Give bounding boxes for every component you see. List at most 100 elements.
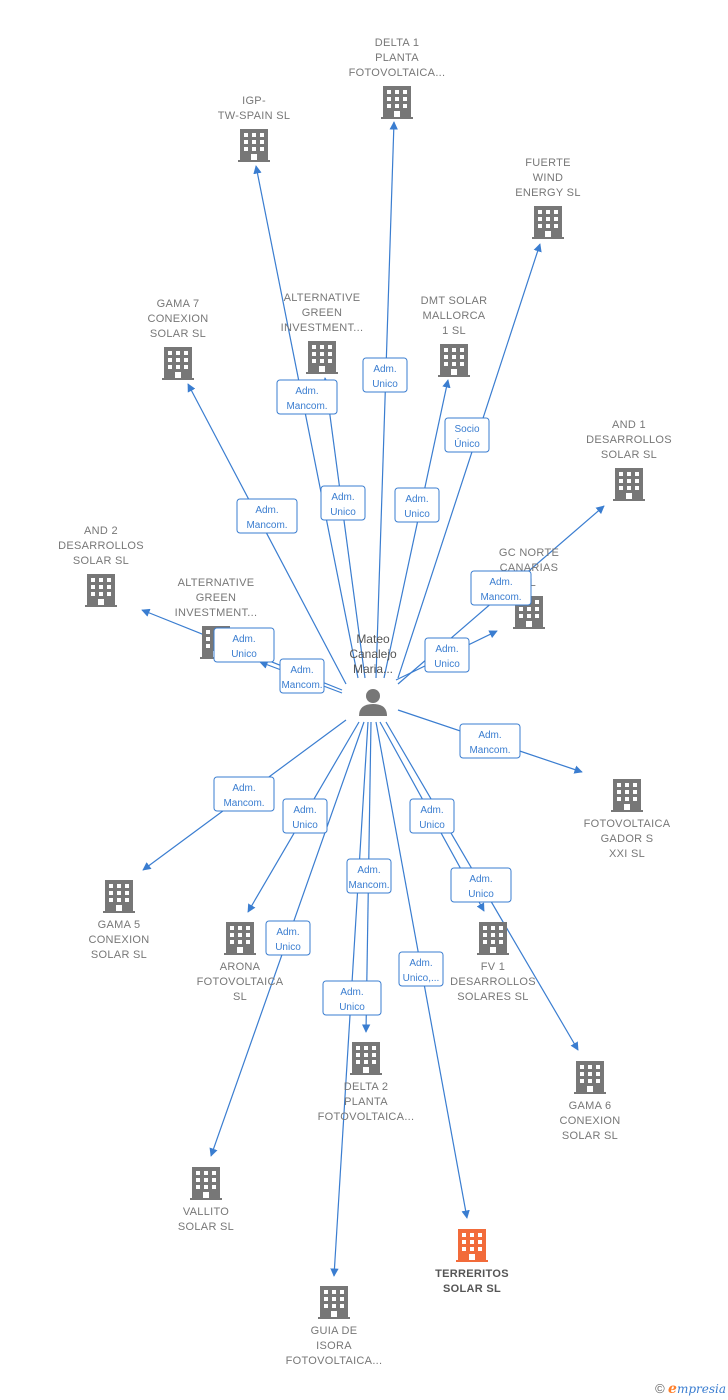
relation-text: Unico — [404, 509, 430, 520]
company-node-altgreen2[interactable]: ALTERNATIVEGREENINVESTMENT... — [175, 577, 258, 659]
edge-dmt — [383, 379, 451, 679]
company-label-line: FOTOVOLTAICA... — [286, 1355, 383, 1367]
building-icon — [574, 1061, 606, 1094]
relation-text: Unico — [468, 889, 494, 900]
relation-label[interactable]: Adm. Unico,... — [398, 951, 444, 987]
company-label-line: SOLARES SL — [457, 991, 528, 1003]
relation-text: Mancom. — [286, 401, 327, 412]
relation-label[interactable]: Adm.Mancom. — [236, 498, 298, 534]
company-label-line: SOLAR SL — [91, 949, 147, 961]
company-label-line: VALLITO — [183, 1206, 229, 1218]
relation-label[interactable]: Adm.Mancom. — [276, 379, 338, 415]
relation-text: Adm. — [373, 364, 396, 375]
company-label-line: SOLAR SL — [73, 555, 129, 567]
company-label-line: CONEXION — [147, 313, 208, 325]
relation-box — [282, 798, 328, 834]
company-node-igp[interactable]: IGP-TW-SPAIN SL — [218, 95, 291, 162]
relation-text: Mancom. — [223, 798, 264, 809]
building-icon — [103, 880, 135, 913]
edge-gama7 — [187, 383, 347, 685]
company-label-line: WIND — [533, 172, 564, 184]
relation-box — [279, 658, 325, 694]
company-node-guia[interactable]: GUIA DEISORAFOTOVOLTAICA... — [286, 1286, 383, 1367]
company-label-line: FV 1 — [481, 961, 505, 973]
company-label-line: SOLAR SL — [562, 1130, 618, 1142]
edge-delta1 — [375, 121, 398, 679]
building-icon — [350, 1042, 382, 1075]
company-label-line: DESARROLLOS — [58, 540, 144, 552]
relation-label[interactable]: Adm. Unico — [424, 637, 470, 673]
relation-label[interactable]: Adm.Mancom. — [346, 858, 392, 894]
building-icon — [532, 206, 564, 239]
relation-box — [322, 980, 382, 1016]
relation-text: Adm. — [409, 958, 432, 969]
company-label-line: GAMA 6 — [569, 1100, 612, 1112]
relation-box — [450, 867, 512, 903]
company-label-line: FOTOVOLTAICA... — [349, 67, 446, 79]
company-node-delta1[interactable]: DELTA 1PLANTAFOTOVOLTAICA... — [349, 37, 446, 119]
relation-box — [444, 417, 490, 453]
company-node-delta2[interactable]: DELTA 2PLANTAFOTOVOLTAICA... — [318, 1042, 415, 1123]
relation-box — [398, 951, 444, 987]
relation-label[interactable]: Adm.Mancom. — [213, 776, 275, 812]
company-label-line: TERRERITOS — [435, 1268, 509, 1280]
building-icon — [456, 1229, 488, 1262]
person-name-line: Canalejo — [349, 647, 397, 661]
relation-label[interactable]: Adm.Mancom. — [459, 723, 521, 759]
relation-box — [236, 498, 298, 534]
building-icon — [318, 1286, 350, 1319]
company-label-line: SOLAR SL — [443, 1283, 501, 1295]
relation-label[interactable]: Adm.Unico — [320, 485, 366, 521]
company-label-line: GREEN — [196, 592, 237, 604]
building-icon — [611, 779, 643, 812]
relation-label[interactable]: Adm.Unico — [282, 798, 328, 834]
relation-label[interactable]: Adm.Unico — [265, 920, 311, 956]
relation-box — [459, 723, 521, 759]
relation-box — [213, 776, 275, 812]
person-node[interactable]: MateoCanalejoMaria... — [349, 632, 397, 716]
company-node-gama6[interactable]: GAMA 6 CONEXION SOLAR SL — [559, 1061, 620, 1142]
building-icon — [162, 347, 194, 380]
relation-label[interactable]: Adm.Unico — [409, 798, 455, 834]
relation-label[interactable]: Adm.Unico — [213, 627, 275, 663]
relation-box — [470, 570, 532, 606]
company-label-line: GAMA 7 — [157, 298, 200, 310]
relation-label[interactable]: Adm.Unico — [394, 487, 440, 523]
company-label-line: FOTOVOLTAICA... — [318, 1111, 415, 1123]
person-name-line: Mateo — [356, 632, 390, 646]
relation-text: Unico — [231, 649, 257, 660]
company-label-line: IGP- — [242, 95, 266, 107]
relation-text: Mancom. — [281, 680, 322, 691]
company-label-line: CONEXION — [559, 1115, 620, 1127]
relation-text: Unico — [330, 507, 356, 518]
relation-label[interactable]: Adm.Mancom. — [470, 570, 532, 606]
company-label-line: ALTERNATIVE — [284, 292, 361, 304]
company-label-line: GREEN — [302, 307, 343, 319]
relation-text: Unico — [339, 1002, 365, 1013]
company-node-altgreen1[interactable]: ALTERNATIVEGREENINVESTMENT... — [281, 292, 364, 374]
company-label-line: ALTERNATIVE — [178, 577, 255, 589]
relation-label[interactable]: Adm.Unico — [322, 980, 382, 1016]
relation-text: Unico — [434, 659, 460, 670]
company-label-line: ARONA — [220, 961, 261, 973]
relation-text: Unico,... — [403, 973, 440, 984]
company-label-line: GC NORTE — [499, 547, 559, 559]
edge-igp — [253, 165, 359, 679]
building-icon — [85, 574, 117, 607]
relation-label[interactable]: Adm.Unico — [362, 357, 408, 393]
company-node-terreritos[interactable]: TERRERITOS SOLAR SL — [435, 1229, 509, 1295]
relation-label[interactable]: Adm.Unico — [450, 867, 512, 903]
relation-text: Adm. — [435, 644, 458, 655]
relation-label[interactable]: Adm.Mancom. — [279, 658, 325, 694]
